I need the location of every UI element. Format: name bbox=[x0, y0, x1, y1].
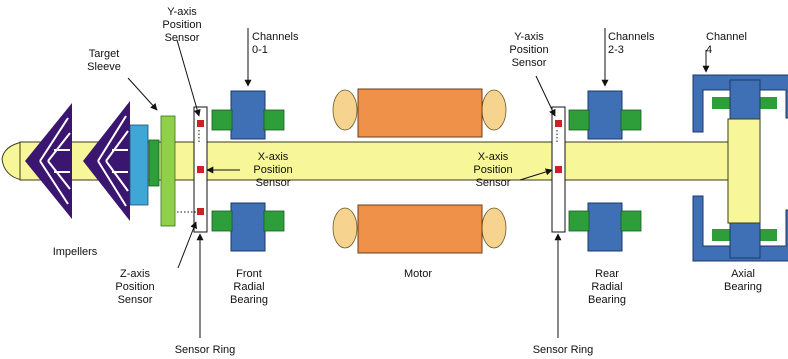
impeller-1 bbox=[25, 103, 72, 219]
motor-top bbox=[332, 88, 507, 138]
sensor-ring-front-label: Sensor Ring bbox=[174, 344, 236, 356]
shaft-nose bbox=[1, 141, 23, 181]
y-sensor-front bbox=[197, 120, 204, 127]
rear-radial-bearing-label: Rear Radial Bearing bbox=[588, 268, 626, 306]
z-sensor-front bbox=[197, 208, 204, 215]
channels-0-1-label: Channels 0-1 bbox=[252, 31, 299, 56]
rear-bearing-top-coil bbox=[587, 90, 623, 140]
motor-label: Motor bbox=[403, 268, 433, 280]
target-sleeve-label: Target Sleeve bbox=[87, 48, 121, 73]
impeller-2 bbox=[83, 101, 130, 221]
target-sleeve bbox=[160, 115, 176, 227]
front-bearing-bottom-coil bbox=[230, 202, 266, 252]
x-axis-position-sensor-front-label: X-axis Position Sensor bbox=[253, 151, 293, 189]
cyan-collar bbox=[129, 124, 149, 206]
y-axis-position-sensor-front-label: Y-axis Position Sensor bbox=[162, 6, 202, 44]
y-sensor-rear bbox=[555, 120, 562, 127]
front-bearing-top-coil bbox=[230, 90, 266, 140]
motor-bottom bbox=[332, 204, 507, 254]
impellers-label: Impellers bbox=[52, 246, 98, 258]
green-collar bbox=[148, 139, 160, 187]
x-axis-position-sensor-rear-label: X-axis Position Sensor bbox=[473, 151, 513, 189]
leader-lines bbox=[127, 28, 710, 338]
y-axis-position-sensor-rear-label: Y-axis Position Sensor bbox=[509, 31, 549, 69]
front-radial-bearing-label: Front Radial Bearing bbox=[230, 268, 268, 306]
channels-2-3-label: Channels 2-3 bbox=[608, 31, 655, 56]
axial-bearing bbox=[692, 74, 788, 262]
z-axis-position-sensor-label: Z-axis Position Sensor bbox=[115, 268, 155, 306]
axial-bearing-label: Axial Bearing bbox=[724, 268, 762, 293]
channel-4-label: Channel 4 bbox=[706, 31, 747, 56]
x-sensor-front bbox=[197, 166, 204, 173]
x-sensor-rear bbox=[555, 166, 562, 173]
rear-bearing-bottom-coil bbox=[587, 202, 623, 252]
thrust-disc bbox=[727, 118, 761, 224]
sensor-ring-rear-label: Sensor Ring bbox=[532, 344, 594, 356]
